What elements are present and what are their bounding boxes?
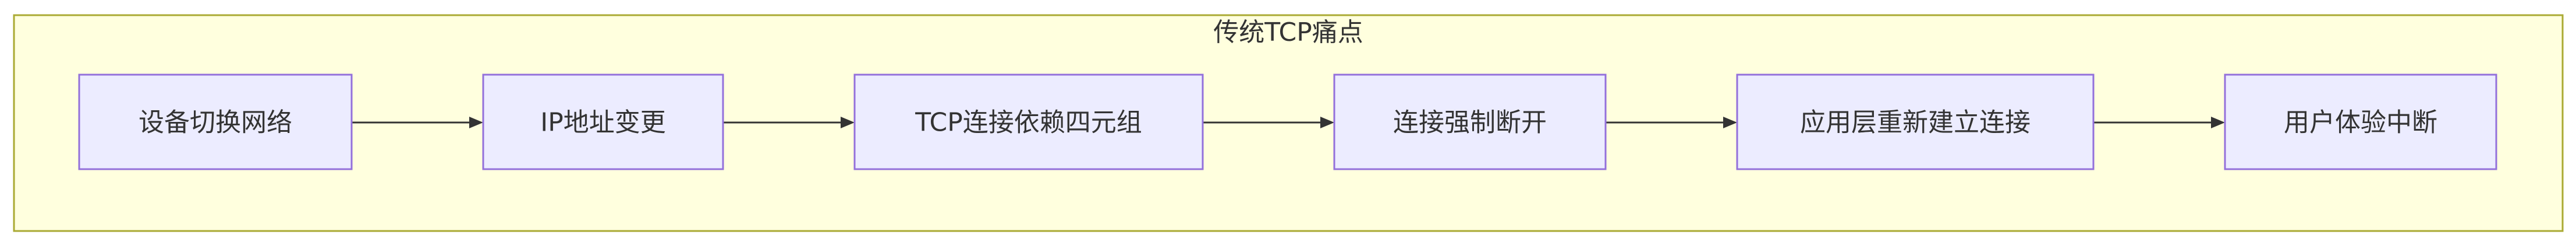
node-app-reconnect: 应用层重新建立连接 <box>1736 74 2095 170</box>
node-label: IP地址变更 <box>540 108 666 138</box>
node-box <box>853 74 1204 170</box>
node-box <box>2224 74 2497 170</box>
arrow-head <box>1723 117 1737 128</box>
edge-n3-n4 <box>1203 117 1334 128</box>
node-forced-disconnect: 连接强制断开 <box>1333 74 1607 170</box>
node-tcp-four-tuple: TCP连接依赖四元组 <box>853 74 1204 170</box>
edges <box>352 117 2225 128</box>
arrow-head <box>2211 117 2225 128</box>
edge-n4-n5 <box>1606 117 1737 128</box>
node-label: 设备切换网络 <box>139 108 292 138</box>
node-ux-interruption: 用户体验中断 <box>2224 74 2497 170</box>
node-box <box>482 74 724 170</box>
edge-n1-n2 <box>352 117 483 128</box>
arrow-head <box>1320 117 1334 128</box>
nodes: 设备切换网络 IP地址变更 TCP连接依赖四元组 连接强制断开 应用层重新建立连… <box>78 74 2497 170</box>
node-box <box>78 74 353 170</box>
node-box <box>1736 74 2095 170</box>
node-label: 连接强制断开 <box>1393 108 1547 138</box>
arrow-head <box>469 117 483 128</box>
node-label: 用户体验中断 <box>2284 108 2437 138</box>
node-ip-change: IP地址变更 <box>482 74 724 170</box>
node-box <box>1333 74 1607 170</box>
arrow-head <box>841 117 855 128</box>
node-label: TCP连接依赖四元组 <box>915 108 1142 138</box>
cluster-title: 传统TCP痛点 <box>1213 18 1363 47</box>
node-device-switch-network: 设备切换网络 <box>78 74 353 170</box>
node-label: 应用层重新建立连接 <box>1800 108 2031 138</box>
edge-n5-n6 <box>2093 117 2225 128</box>
edge-n2-n3 <box>723 117 855 128</box>
